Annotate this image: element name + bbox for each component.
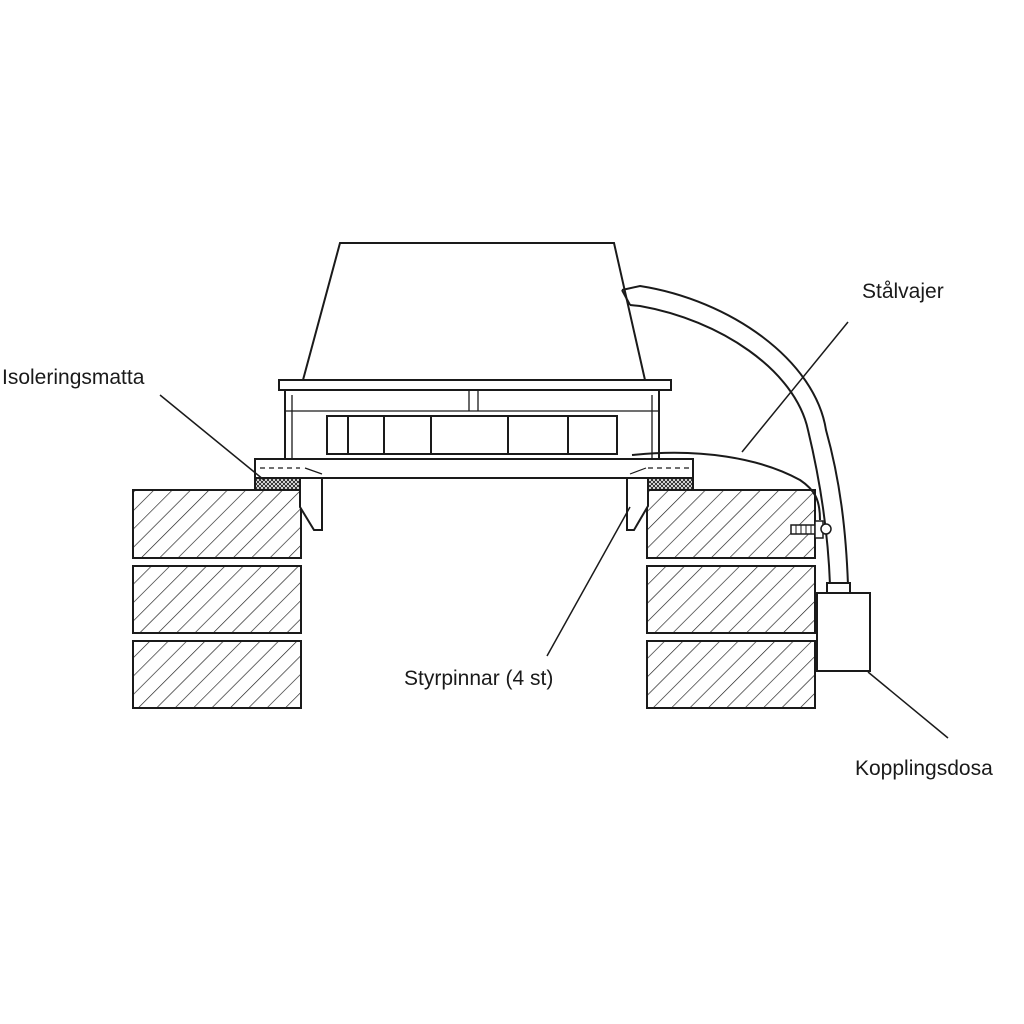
brick (132, 565, 302, 634)
brick (646, 489, 816, 559)
steel-wire (631, 451, 821, 521)
motor-hood (301, 242, 647, 381)
leader-kopplingsdosa (867, 671, 949, 739)
brick (132, 489, 302, 559)
brick (132, 640, 302, 709)
fan-rim (278, 379, 672, 391)
brick (646, 640, 816, 709)
junction-box (816, 582, 871, 672)
label-isoleringsmatta: Isoleringsmatta (2, 366, 145, 389)
base-plate (254, 458, 694, 479)
label-stalvajer: Stålvajer (862, 280, 944, 303)
guide-pin-left (299, 478, 323, 531)
label-kopplingsdosa: Kopplingsdosa (855, 757, 993, 780)
fan-grille (326, 415, 618, 455)
label-styrpinnar: Styrpinnar (4 st) (404, 667, 554, 690)
guide-pin-right (626, 478, 649, 531)
brick (646, 565, 816, 634)
insulation-mat-right (644, 477, 694, 491)
left-brick-pillar (132, 489, 302, 709)
right-brick-pillar (646, 489, 816, 709)
insulation-mat-left (254, 477, 306, 491)
leader-isoleringsmatta (159, 394, 265, 481)
bolt-icon (790, 520, 832, 539)
leader-styrpinnar (546, 506, 631, 657)
leader-stalvajer (741, 321, 849, 453)
